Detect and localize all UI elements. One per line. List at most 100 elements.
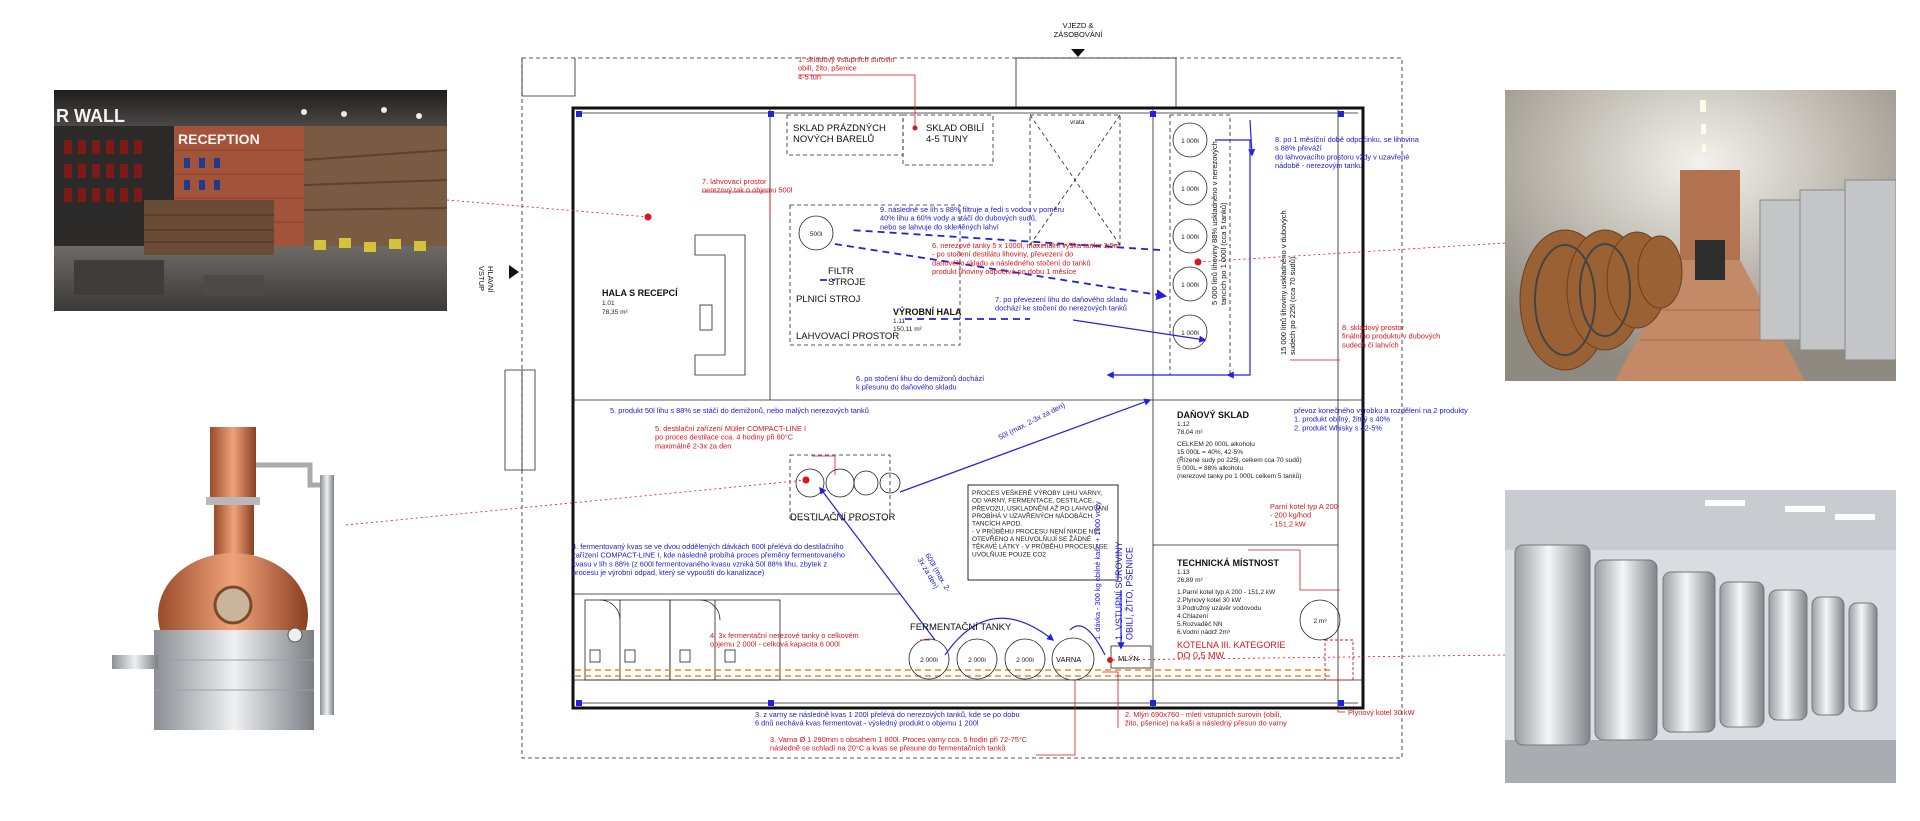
room-destilacni: DESTILAČNÍ PROSTOR xyxy=(790,512,896,523)
technicka-info-line: 5.Rozvaděč NN xyxy=(1177,621,1223,628)
gas-pipelines xyxy=(575,639,1354,681)
note-3-blue: 3. z varny se následně kvas 1 200l přelé… xyxy=(755,710,1020,728)
room-plnici: PLNICÍ STROJ xyxy=(796,294,861,305)
technicka-info-line: 4.Chlazení xyxy=(1177,613,1208,620)
note-kotel: Parní kotel typ A 200- 200 kg/hod- 151,2… xyxy=(1270,502,1338,528)
room-vyrobni-num: 1.11 xyxy=(893,318,906,325)
note-prevoz: převoz konečného výrobku a rozdělení na … xyxy=(1294,406,1468,432)
distillation-equipment xyxy=(795,468,901,498)
note-3-red: 3. Varna Ø 1 290mm s obsahem 1 800l. Pro… xyxy=(770,735,1028,753)
technicka-info: 1.Parní kotel typ A 200 - 151,2 kW 2.Ply… xyxy=(1177,589,1276,636)
danovy-info-line: CELKEM 20 000L alkoholu xyxy=(1177,441,1255,448)
room-hala-area: 78,35 m² xyxy=(602,309,628,316)
danovy-info-line: (nerezové tanky po 1 000L celkem 5 tanků… xyxy=(1177,472,1301,480)
red-leaders xyxy=(345,74,1506,756)
room-vyrobni-name: VÝROBNÍ HALA xyxy=(893,306,962,317)
room-danovy-num: 1.12 xyxy=(1177,421,1190,428)
reception-photo-drawing: R WALL RECEPTION xyxy=(54,90,447,311)
note-9: 9. následně se líh s 88% filtruje a ředí… xyxy=(880,205,1064,231)
tanks-photo-drawing xyxy=(1505,490,1896,783)
tall-tank-label: 1 000l xyxy=(1181,330,1199,337)
fermentation-tanks xyxy=(908,637,1095,681)
tall-tank-label: 1 000l xyxy=(1181,186,1199,193)
entry-arrows xyxy=(509,49,1085,279)
annex-frame xyxy=(504,57,1403,759)
room-technicka-name: TECHNICKÁ MÍSTNOST xyxy=(1177,558,1279,568)
ferm-tank-label: 2 000l xyxy=(920,657,938,664)
tall-tank-label: 1 000l xyxy=(1181,138,1199,145)
vertical-sudy-text: 15 000 litrů lihoviny uskladněno v dubov… xyxy=(1279,210,1297,355)
cellar-photo xyxy=(1505,90,1896,381)
room-technicka-num: 1.13 xyxy=(1177,569,1190,576)
room-fermentacni: FERMENTAČNÍ TANKY xyxy=(910,622,1012,633)
mill-box xyxy=(1110,645,1152,669)
note-4-blue: 4. fermentovaný kvas se ve dvou oddělený… xyxy=(572,542,845,577)
danovy-info-line: (Řízené sudy po 225l, celkem cca 70 sudů… xyxy=(1177,455,1302,464)
tall-tank-label: 1 000l xyxy=(1181,282,1199,289)
technicka-info-line: 2.Plynový kotel 30 kW xyxy=(1177,597,1242,604)
ferm-tank-label: 2 000l xyxy=(968,657,986,664)
note-5-red: 5. destilační zařízení Müller COMPACT-LI… xyxy=(655,424,806,450)
danovy-info-line: 5 000L = 88% alkoholu xyxy=(1177,465,1243,472)
reception-desk xyxy=(694,234,746,376)
top-entry-label: VJEZD &ZÁSOBOVÁNÍ xyxy=(1054,21,1104,39)
technicka-info-line: 1.Parní kotel typ A 200 - 151,2 kW xyxy=(1177,589,1276,596)
room-danovy-name: DAŇOVÝ SKLAD xyxy=(1177,409,1250,420)
tall-tank-label: 1 000l xyxy=(1181,234,1199,241)
water-tank-circle xyxy=(1299,599,1341,641)
room-varna: VARNA xyxy=(1056,655,1081,664)
room-vyrobni-area: 150,11 m² xyxy=(893,326,923,333)
blue-flows xyxy=(819,119,1256,656)
columns xyxy=(576,111,1344,706)
room-hala-num: 1.01 xyxy=(602,300,615,307)
still-photo xyxy=(110,425,372,743)
reception-wall-sign: R WALL xyxy=(56,106,125,126)
technicka-info-line: 3.Podružný uzávěr vodovodu xyxy=(1177,605,1262,612)
sklad-areas xyxy=(786,114,1231,521)
tanks-photo xyxy=(1505,490,1896,783)
still-photo-drawing xyxy=(110,425,372,743)
vertical-davka-text: 1. dávka - 300 kg obilné kaše + 1000 vod… xyxy=(1093,501,1102,640)
reception-photo: R WALL RECEPTION xyxy=(54,90,447,311)
technicka-info-line: 6.Vodní nádrž 2m³ xyxy=(1177,629,1231,636)
tall-tanks xyxy=(1172,122,1208,350)
flow-50l-text: 50l (max. 2-3x za den) xyxy=(997,400,1067,441)
note-2-red: 2. Mlýn 690x760 - mletí vstupních surovi… xyxy=(1125,710,1287,728)
ferm-tank-label: 2 000l xyxy=(1016,657,1034,664)
room-danovy-area: 78,04 m² xyxy=(1177,429,1203,436)
process-box-text: PROCES VEŠKERÉ VÝROBY LIHU VARNY,OD VARN… xyxy=(972,488,1109,558)
tank-500-circle xyxy=(798,215,834,251)
note-4-red: 4. 3x fermentační nerezové tanky o celko… xyxy=(710,631,859,649)
wc-area xyxy=(584,599,781,681)
room-vrata: vrata xyxy=(1070,119,1085,126)
note-5-blue: 5. produkt 50l lihu s 88% se stáčí do de… xyxy=(610,406,869,415)
danovy-info-line: 15 000L = 40%, 42-5% xyxy=(1177,449,1243,456)
vertical-vstupni-text: 1. VSTUPNÍ SUROVINYOBILÍ, ŽITO, PŠENICE xyxy=(1114,541,1135,640)
tank-500-label: 500l xyxy=(810,231,823,238)
room-lahvovaci: LAHVOVACÍ PROSTOR xyxy=(796,331,899,342)
room-mlyn: MLÝN xyxy=(1118,654,1139,663)
flow-600l-text: 600l (max. 2-3x za den) xyxy=(916,552,953,599)
danovy-info: CELKEM 20 000L alkoholu 15 000L = 40%, 4… xyxy=(1177,441,1302,480)
main-entry-label: HLAVNÍVSTUP xyxy=(477,266,495,293)
note-6-red: 6. nerezové tanky 5 x 1000l, maximální v… xyxy=(932,241,1120,276)
room-hala-name: HALA S RECEPCÍ xyxy=(602,288,678,298)
water-tank-label: 2 m³ xyxy=(1314,618,1328,625)
room-technicka-area: 26,89 m² xyxy=(1177,577,1203,584)
cellar-photo-drawing xyxy=(1505,90,1896,381)
process-box-frame xyxy=(967,484,1119,581)
vertical-tanks-text: 5 000 litrů lihoviny 88% uskladněno v ne… xyxy=(1210,141,1228,305)
note-plynovy: Plynový kotel 30 kW xyxy=(1348,708,1415,717)
note-8-blue: 8. po 1 měsíční době odpočinku, se lihov… xyxy=(1275,135,1420,170)
reception-sign: RECEPTION xyxy=(178,131,260,147)
